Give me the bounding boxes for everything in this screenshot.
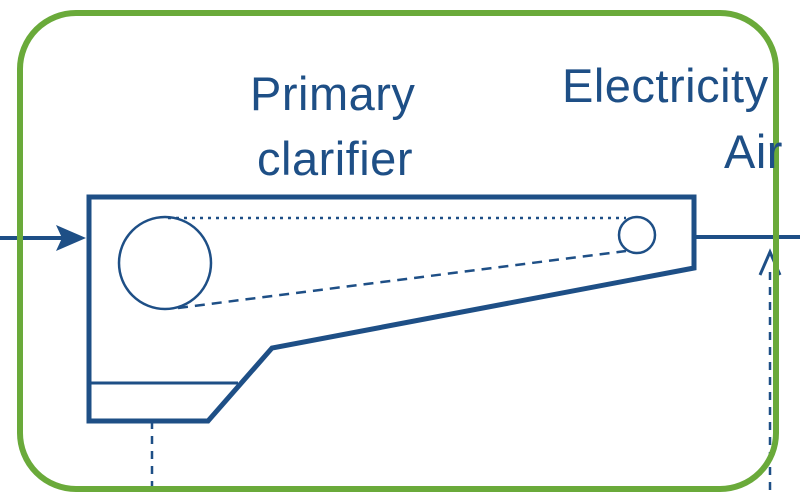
inflow-arrow-icon bbox=[56, 225, 86, 251]
primary-clarifier-label-line1: Primary bbox=[250, 67, 416, 120]
highlight-box bbox=[17, 10, 779, 492]
small-circle bbox=[617, 215, 657, 255]
large-circle bbox=[117, 215, 213, 311]
air-label: Air bbox=[724, 125, 783, 178]
primary-clarifier-label-line2: clarifier bbox=[257, 132, 413, 185]
lower-dashed-line bbox=[177, 249, 627, 310]
electricity-label: Electricity bbox=[562, 59, 769, 112]
clarifier-body bbox=[86, 194, 697, 424]
